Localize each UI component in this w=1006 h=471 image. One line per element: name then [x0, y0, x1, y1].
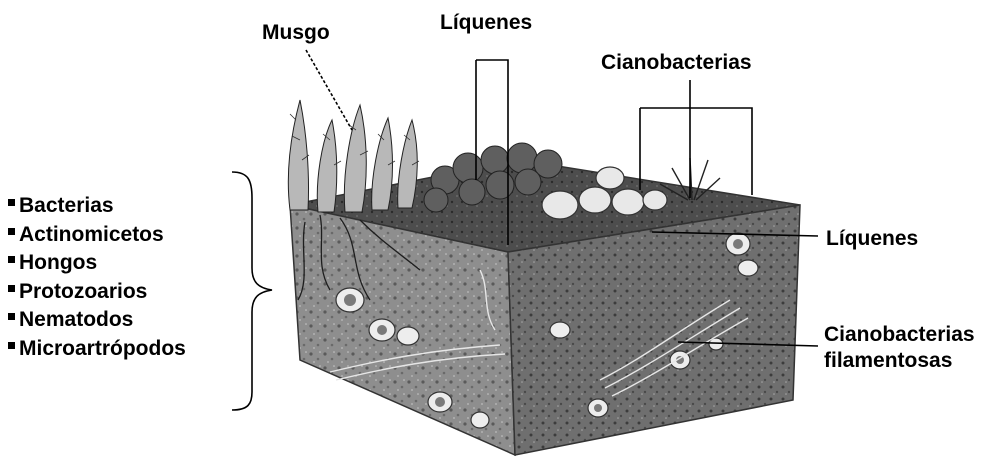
organism-list-brace	[232, 172, 272, 410]
organism-item: Protozoarios	[8, 278, 186, 307]
organism-item: Nematodos	[8, 306, 186, 335]
label-cianobacterias-top: Cianobacterias	[601, 52, 752, 73]
organism-label: Hongos	[19, 251, 97, 274]
square-bullet-icon	[8, 285, 15, 292]
organism-item: Bacterias	[8, 192, 186, 221]
organism-list: Bacterias Actinomicetos Hongos Protozoar…	[8, 192, 186, 364]
label-cianobacterias-filamentosas-line2: filamentosas	[824, 348, 975, 374]
square-bullet-icon	[8, 228, 15, 235]
organism-label: Bacterias	[19, 194, 114, 217]
square-bullet-icon	[8, 199, 15, 206]
organism-item: Actinomicetos	[8, 221, 186, 250]
label-liquenes-top: Líquenes	[440, 12, 532, 33]
organism-item: Hongos	[8, 249, 186, 278]
organism-label: Actinomicetos	[19, 223, 164, 246]
square-bullet-icon	[8, 342, 15, 349]
square-bullet-icon	[8, 256, 15, 263]
square-bullet-icon	[8, 313, 15, 320]
organism-label: Protozoarios	[19, 280, 147, 303]
label-liquenes-right: Líquenes	[826, 228, 918, 249]
organism-label: Nematodos	[19, 308, 133, 331]
label-cianobacterias-filamentosas-line1: Cianobacterias	[824, 322, 975, 348]
label-musgo: Musgo	[262, 22, 330, 43]
organism-item: Microartrópodos	[8, 335, 186, 364]
organism-label: Microartrópodos	[19, 337, 186, 360]
label-cianobacterias-filamentosas: Cianobacterias filamentosas	[824, 322, 975, 375]
